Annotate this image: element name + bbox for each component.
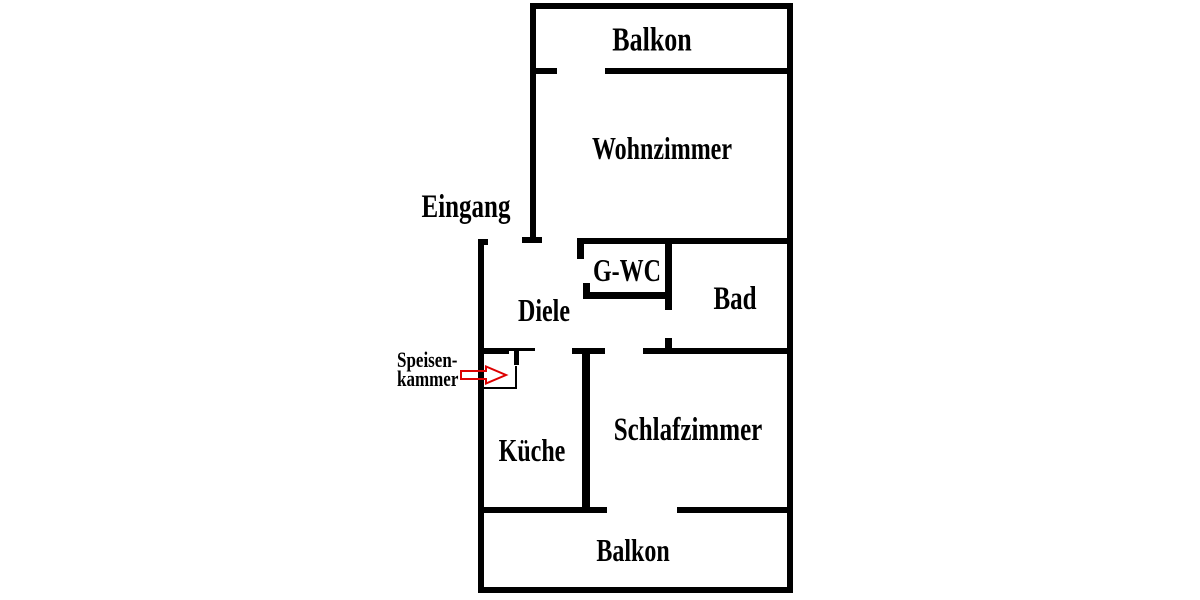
wall-diele-bottom-a [478,348,509,354]
room-label-diele: Diele [518,295,570,329]
room-label-balkon-bottom: Balkon [596,535,670,569]
wall-diele-left-cap [478,239,488,245]
speisenkammer-pointer-arrow-icon [460,365,509,385]
room-label-wohnzimmer: Wohnzimmer [592,133,732,167]
room-label-kueche: Küche [498,435,566,469]
room-label-gwc: G-WC [593,255,661,289]
wall-top-balcony-bottom-right [605,68,793,74]
room-label-bad: Bad [713,281,757,317]
wall-gwc-bottom [583,292,672,299]
speisenkammer-pointer-arrow-shape [460,365,509,385]
wall-speisenkammer-bottom-thin [478,387,517,389]
wall-wohnzimmer-left-foot [522,237,542,243]
wall-top-balcony-top [530,3,793,9]
wall-speisenkammer-jamb [514,350,519,365]
wall-outer-right [787,3,793,593]
wall-wohnzimmer-bottom [577,238,793,244]
wall-rooms-bottom-right [677,507,793,513]
room-label-schlafzimmer: Schlafzimmer [613,412,763,448]
wall-diele-bottom-c [643,348,793,354]
room-label-balkon-top: Balkon [612,20,692,59]
wall-rooms-bottom-left [478,507,607,513]
wall-gwc-bad-divider [665,238,672,310]
room-label-speisenkammer-line2: kammer [397,366,459,392]
wall-top-balcony-left [530,3,536,243]
room-label-speisenkammer-line1: Speisen- [397,347,458,373]
room-label-eingang: Eingang [421,189,511,225]
wall-gwc-left-top-jamb [577,238,584,259]
wall-bottom-balcony-bottom [478,587,793,593]
wall-gwc-left-bottom-jamb [583,283,590,299]
wall-bad-door-jamb [665,338,672,354]
wall-kueche-schlafzimmer-divider [582,348,590,507]
wall-outer-left [478,239,484,593]
wall-top-balcony-bottom-left [530,68,557,74]
wall-speisenkammer-lintel [509,348,535,351]
wall-speisenkammer-side-thin [515,366,517,389]
